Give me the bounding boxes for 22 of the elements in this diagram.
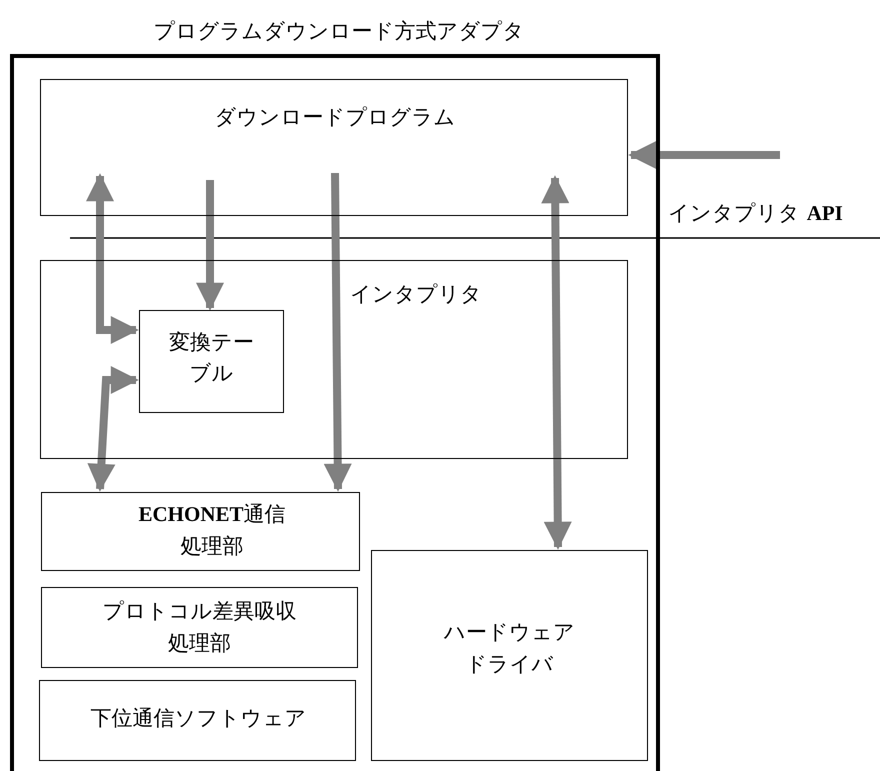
module-label: ECHONET通信処理部 — [137, 501, 287, 560]
module-box — [39, 680, 356, 761]
arrow — [541, 175, 572, 550]
module-box — [138, 310, 284, 412]
arrow — [86, 173, 139, 344]
arrow — [628, 141, 780, 169]
module-box — [40, 260, 628, 459]
module-label: 変換テーブル — [168, 328, 255, 387]
module-label: ダウンロードプログラム — [214, 104, 456, 131]
module-box — [41, 492, 360, 571]
module-box — [371, 550, 648, 761]
module-label: 下位通信ソフトウェア — [90, 705, 308, 732]
diagram-heading: プログラムダウンロード方式アダプタ — [152, 18, 526, 45]
arrow — [196, 180, 224, 311]
module-label: ハードウェアドライバ — [442, 619, 576, 678]
module-label: プロトコル差異吸収処理部 — [102, 598, 298, 656]
module-box — [40, 79, 628, 216]
arrow — [87, 366, 139, 492]
arrow — [324, 172, 352, 492]
module-label: インタプリタ — [349, 281, 483, 308]
interface-label: インタプリタ API — [668, 200, 844, 227]
module-box — [41, 587, 358, 668]
